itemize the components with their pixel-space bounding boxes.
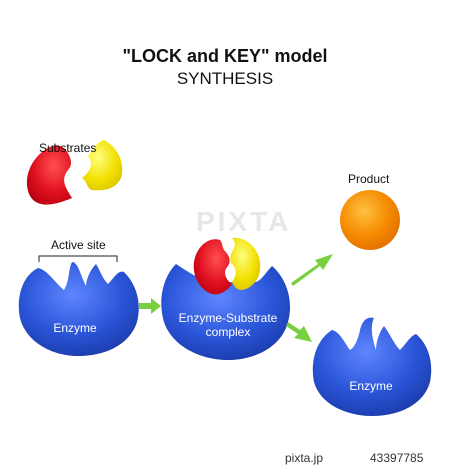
substrates-label: Substrates [39, 141, 97, 155]
enzyme-right-label: Enzyme [349, 379, 393, 393]
footer-site: pixta.jp [285, 451, 324, 465]
complex-label-line1: Enzyme-Substrate [178, 311, 278, 325]
arrow-enzyme-to-complex [139, 298, 161, 314]
enzyme-left-label: Enzyme [53, 321, 97, 335]
watermark-text: PIXTA [196, 206, 292, 237]
complex-enzyme [161, 264, 291, 360]
enzyme-left [18, 262, 139, 356]
footer-image-id: 43397785 [370, 451, 424, 465]
substrate-yellow [82, 140, 123, 191]
complex-substrate-yellow [230, 237, 261, 290]
product-label: Product [348, 172, 390, 186]
active-site-label: Active site [51, 238, 106, 252]
product-sphere [340, 190, 400, 250]
arrow-complex-to-product [291, 254, 333, 286]
substrate-red [26, 145, 72, 205]
footer-bar: pixta.jp 43397785 [0, 447, 450, 469]
complex-substrate-red [193, 239, 232, 295]
complex-label-line2: complex [205, 325, 251, 339]
diagram-title: "LOCK and KEY" model [122, 46, 328, 66]
active-site-bracket [38, 255, 118, 262]
diagram-subtitle: SYNTHESIS [176, 69, 274, 88]
arrow-complex-to-enzyme [286, 322, 312, 342]
enzyme-right [312, 317, 432, 416]
